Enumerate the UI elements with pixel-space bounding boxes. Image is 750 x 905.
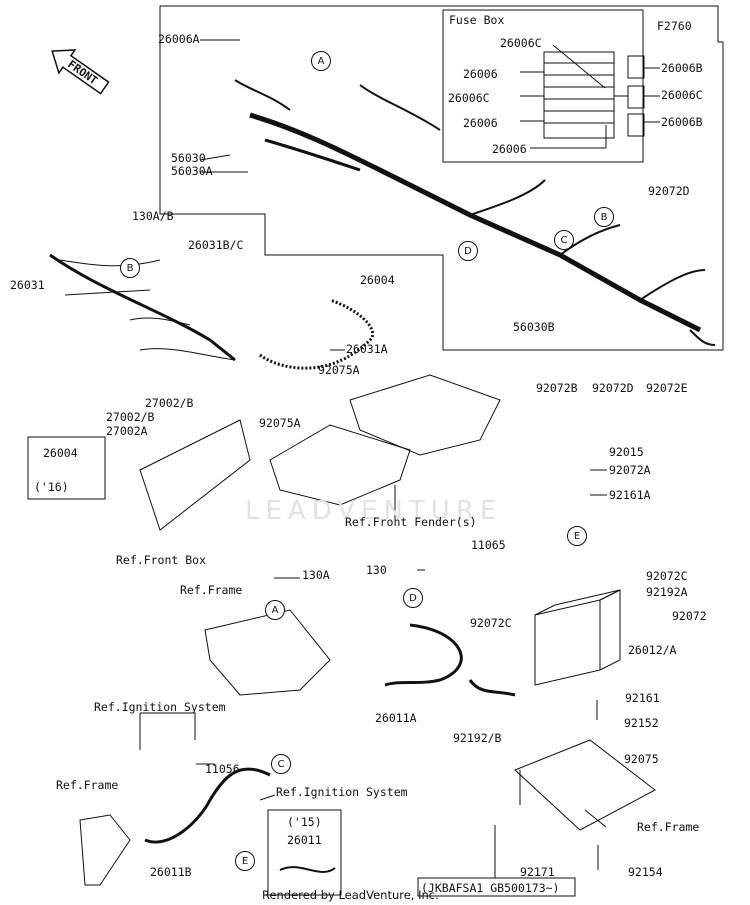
label-26006b-a: 26006B xyxy=(661,61,703,75)
callout-e-2: E xyxy=(235,851,255,871)
serial-box xyxy=(417,877,576,897)
label-26031bc: 26031B/C xyxy=(188,238,244,252)
p26011-box xyxy=(267,809,342,896)
label-56030b: 56030B xyxy=(513,320,555,334)
label-26004-b: 26004 xyxy=(43,446,78,460)
label-56030a: 56030A xyxy=(171,164,213,178)
callout-c-1: C xyxy=(554,230,574,250)
figure-code: F2760 xyxy=(657,19,692,33)
label-26011: 26011 xyxy=(287,833,322,847)
label-92072b: 92072B xyxy=(536,381,578,395)
callout-d-2: D xyxy=(403,588,423,608)
label-26004-a: 26004 xyxy=(360,273,395,287)
label-92161: 92161 xyxy=(625,691,660,705)
label-26006a: 26006A xyxy=(158,32,200,46)
label-92075a-a: 92075A xyxy=(318,363,360,377)
label-92152: 92152 xyxy=(624,716,659,730)
label-92075a-b: 92075A xyxy=(259,416,301,430)
label-130: 130 xyxy=(366,563,387,577)
label-26006c-top: 26006C xyxy=(500,36,542,50)
label-26006c-a: 26006C xyxy=(448,91,490,105)
label-130a: 130A xyxy=(302,568,330,582)
label-92154: 92154 xyxy=(628,865,663,879)
label-92072c-a: 92072C xyxy=(646,569,688,583)
label-ref-ignition-b: Ref.Ignition System xyxy=(276,785,408,799)
label-26031a: 26031A xyxy=(346,342,388,356)
label-26006-c: 26006 xyxy=(492,142,527,156)
label-11065: 11065 xyxy=(471,538,506,552)
p26004-box xyxy=(27,436,106,500)
label-ref-frame-a: Ref.Frame xyxy=(180,583,243,597)
label-27002b-b: 27002/B xyxy=(106,410,155,424)
label-ref-frame-c: Ref.Frame xyxy=(637,820,700,834)
callout-b-1: B xyxy=(120,258,140,278)
cable-26011b xyxy=(144,767,271,844)
main-harness xyxy=(249,112,702,333)
label-92015: 92015 xyxy=(609,445,644,459)
label-92075: 92075 xyxy=(624,752,659,766)
label-26006-b: 26006 xyxy=(463,116,498,130)
label-ref-front-box: Ref.Front Box xyxy=(116,553,207,567)
front-box xyxy=(139,419,251,531)
label-92161a: 92161A xyxy=(609,488,651,502)
left-harness xyxy=(49,253,236,362)
harness-26031a xyxy=(259,298,374,370)
label-130ab: 130A/B xyxy=(132,209,174,223)
front-fender-right xyxy=(349,374,501,456)
label-26031: 26031 xyxy=(10,278,45,292)
label-26006-a: 26006 xyxy=(463,67,498,81)
callout-b-2: B xyxy=(594,207,614,227)
callout-d-1: D xyxy=(458,241,478,261)
label-27002b-a: 27002/B xyxy=(145,396,194,410)
label-ref-frame-b: Ref.Frame xyxy=(56,778,119,792)
label-26011a: 26011A xyxy=(375,711,417,725)
rendered-by-text: Rendered by LeadVenture, Inc. xyxy=(262,888,439,902)
label-26006b-b: 26006B xyxy=(661,115,703,129)
label-92072e: 92072E xyxy=(646,381,688,395)
callout-c-2: C xyxy=(271,754,291,774)
label-92072d-a: 92072D xyxy=(648,184,690,198)
main-frame-outline xyxy=(159,5,724,351)
label-92171: 92171 xyxy=(520,865,555,879)
frame-piece-lower xyxy=(79,814,131,886)
callout-a-2: A xyxy=(265,600,285,620)
label-92192b: 92192/B xyxy=(453,731,502,745)
label-56030: 56030 xyxy=(171,151,206,165)
callout-a-1: A xyxy=(311,51,331,71)
front-arrow-icon xyxy=(51,49,110,95)
battery-tray xyxy=(514,739,656,831)
frame-piece-a xyxy=(204,609,331,696)
label-92192a: 92192A xyxy=(646,585,688,599)
front-fender-left xyxy=(269,424,411,506)
label-16: ('16) xyxy=(34,480,69,494)
label-92072c-b: 92072C xyxy=(470,616,512,630)
battery xyxy=(534,599,601,686)
label-15: ('15) xyxy=(287,815,322,829)
label-ref-front-fender: Ref.Front Fender(s) xyxy=(345,515,477,529)
label-26006c-b: 26006C xyxy=(661,88,703,102)
label-27002a: 27002A xyxy=(106,424,148,438)
label-26011b: 26011B xyxy=(150,865,192,879)
watermark: LEADVENTURE xyxy=(245,496,503,526)
label-92072: 92072 xyxy=(672,609,707,623)
fuse-box-title: Fuse Box xyxy=(449,13,505,27)
fuse-box-frame xyxy=(442,9,644,163)
label-26012a: 26012/A xyxy=(628,643,677,657)
label-ref-ignition-a: Ref.Ignition System xyxy=(94,700,226,714)
callout-e-1: E xyxy=(567,526,587,546)
serial-label: (JKBAFSA1 GB500173~) xyxy=(421,881,560,895)
cable-26011a xyxy=(384,623,463,687)
label-92072a: 92072A xyxy=(609,463,651,477)
label-11056: 11056 xyxy=(205,762,240,776)
label-92072d-b: 92072D xyxy=(592,381,634,395)
